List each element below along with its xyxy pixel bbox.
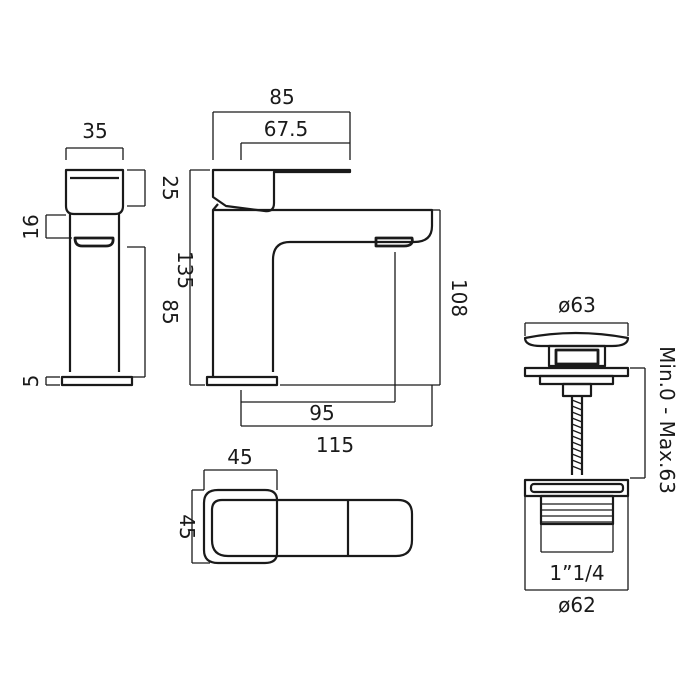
front-outlet-height-label: 108: [447, 279, 471, 317]
side-width-dimension: 35: [65, 119, 124, 160]
front-reach-label: 95: [309, 401, 334, 425]
front-overall-depth-label: 85: [269, 85, 294, 109]
side-spout-outlet: [73, 236, 115, 248]
top-view: 45 45: [175, 445, 414, 565]
side-lever-height-label: 25: [158, 175, 182, 200]
side-height-dimensions: 25 85: [127, 169, 182, 378]
side-body-height-label: 85: [158, 299, 182, 324]
waste-thread-dimension: 1”1/4: [540, 524, 614, 585]
side-base-height-label: 5: [19, 375, 43, 388]
top-dimensions: 45 45: [175, 445, 278, 564]
top-body-outline: [202, 488, 279, 565]
waste-rod: [570, 396, 584, 475]
front-overall-length-label: 115: [316, 433, 354, 457]
waste-base-dimension: ø62: [524, 496, 629, 617]
side-base: [60, 375, 134, 387]
side-body-outline: [68, 214, 121, 372]
waste-body: [523, 478, 630, 498]
waste-thread-label: 1”1/4: [549, 561, 604, 585]
waste-cap-diameter-label: ø63: [558, 293, 596, 317]
front-base: [205, 375, 279, 387]
front-depth-dimensions: 85 67.5: [212, 85, 351, 160]
front-lever-depth-label: 67.5: [264, 117, 309, 141]
top-width-label: 45: [227, 445, 252, 469]
waste-view: ø63 Min.0 - Max.63 1”: [523, 293, 679, 617]
front-length-dimensions: 95 115: [240, 252, 433, 457]
front-spout-outline: [213, 208, 434, 372]
side-lever-outline: [64, 168, 125, 216]
side-left-dimensions: 16 5: [19, 214, 72, 387]
side-width-label: 35: [82, 119, 107, 143]
waste-adjustment-label: Min.0 - Max.63: [655, 346, 679, 494]
waste-cap-stem: [547, 344, 607, 368]
front-lever-outline: [211, 168, 352, 213]
front-view: 85 67.5 135 108: [173, 85, 471, 457]
waste-cap-dimension: ø63: [524, 293, 629, 336]
front-outlet-height-dimension: 108: [280, 209, 471, 386]
waste-adjustment-dimension: Min.0 - Max.63: [630, 346, 679, 494]
side-spout-height-label: 16: [19, 214, 43, 239]
waste-cap: [523, 331, 630, 348]
front-height-dimension: 135: [173, 169, 210, 386]
top-lever-outline: [210, 498, 414, 558]
waste-flange: [523, 366, 630, 378]
waste-base-diameter-label: ø62: [558, 593, 596, 617]
top-depth-label: 45: [175, 514, 199, 539]
front-spout-outlet: [374, 236, 414, 248]
front-overall-height-label: 135: [173, 251, 197, 289]
side-view: 35 25 85 16 5: [19, 119, 182, 387]
